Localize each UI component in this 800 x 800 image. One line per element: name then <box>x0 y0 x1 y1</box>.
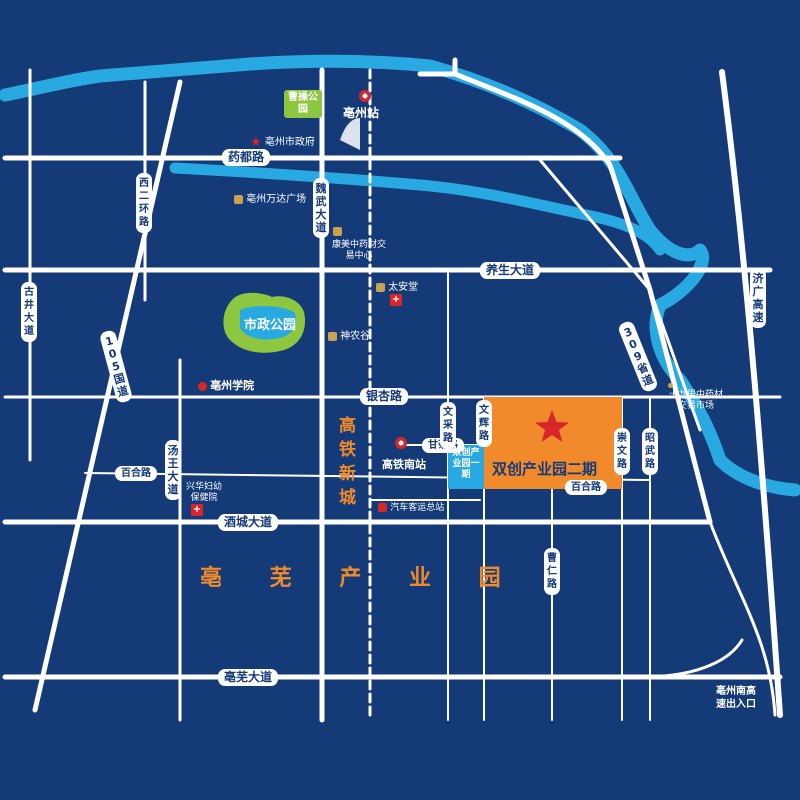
label-gaotie-city: 高铁新城 <box>339 416 356 508</box>
label-wenhui-road: 文辉路 <box>476 400 492 447</box>
label-taian: 太安堂 <box>388 282 419 293</box>
road-105 <box>32 79 183 713</box>
label-jiguang-expressway: 济广高速 <box>750 268 766 328</box>
river-branch <box>169 162 666 256</box>
star-icon: ★ <box>250 134 262 150</box>
poi-kangmei <box>333 226 342 237</box>
poi-bus-station: 汽车客运总站 <box>378 500 444 513</box>
label-xier-road: 西二环路 <box>136 173 152 233</box>
building-icon <box>376 282 385 292</box>
label-sc-phase2: 双创产业园二期 <box>492 460 598 478</box>
label-wanda: 亳州万达广场 <box>246 194 307 205</box>
label-kangmei: 康美中药材交易中心 <box>331 240 386 261</box>
label-bowu-road: 亳芜大道 <box>218 669 279 686</box>
label-bozhou-station: 亳州站 <box>343 106 380 120</box>
label-bowu-park: 亳 芜 产 业 园 <box>200 566 521 591</box>
label-baihe-road-left: 百合路 <box>115 466 157 481</box>
road-sheng309 <box>538 158 702 432</box>
poi-college: 亳州学院 <box>198 377 254 393</box>
label-shizheng-park: 市政公园 <box>244 318 297 333</box>
label-jiucheng-road: 酒城大道 <box>218 514 279 531</box>
road-exit-ramp <box>708 520 777 717</box>
dot-icon <box>668 382 673 388</box>
gaotie-pin-icon <box>395 437 407 449</box>
label-caocao-park: 曹操公园 <box>288 92 318 115</box>
label-caoren-road: 曹仁路 <box>544 548 560 595</box>
poi-wanda: 亳州万达广场 <box>234 190 306 205</box>
project-star <box>535 410 569 442</box>
label-weiwu-road: 魏武大道 <box>313 178 329 238</box>
label-college: 亳州学院 <box>210 379 255 392</box>
road-jiguang <box>719 69 783 718</box>
label-tangwang-road: 汤王大道 <box>165 440 181 500</box>
label-gov: 亳州市政府 <box>264 137 315 148</box>
poi-shennong: 神农谷 <box>328 327 370 342</box>
label-zhaowu-road: 昭武路 <box>642 428 658 475</box>
label-baihe-road-right: 百合路 <box>565 480 607 495</box>
road-exit-curve <box>648 638 744 679</box>
label-yangsheng-road: 养生大道 <box>480 262 541 279</box>
label-shennong: 神农谷 <box>340 331 371 342</box>
poi-taian: 太安堂 <box>376 278 418 293</box>
building-icon <box>328 331 337 341</box>
pin-icon <box>198 381 207 391</box>
road-ring-east <box>452 71 713 525</box>
hospital-icon: + <box>390 294 402 306</box>
hospital-taian: + <box>390 294 402 306</box>
bus-icon <box>378 502 387 512</box>
label-shijiuli: 十九里中药材交易市场 <box>668 390 723 411</box>
shizheng-park-inner <box>240 306 297 340</box>
label-yaodu-road: 药都路 <box>222 149 271 166</box>
hospital-xinghua: + <box>191 504 203 516</box>
label-gaotie-south: 高铁南站 <box>382 458 426 471</box>
caocao-park-shape <box>284 90 322 118</box>
label-highway-exit: 亳州南高速出入口 <box>716 686 756 710</box>
building-icon <box>234 194 243 204</box>
label-bus-station: 汽车客运总站 <box>390 503 445 513</box>
poi-shijiuli <box>668 380 673 391</box>
station-sketch <box>340 118 360 150</box>
sc-phase2-block <box>484 397 622 489</box>
poi-gov: ★ 亳州市政府 <box>250 133 315 150</box>
label-chongwen-road: 崇文路 <box>614 428 630 475</box>
station-pin-icon <box>359 90 371 102</box>
building-icon <box>333 226 342 236</box>
river <box>0 54 800 497</box>
label-gujing-road: 古井大道 <box>21 282 37 342</box>
label-yinxing-road: 银杏路 <box>360 388 409 405</box>
label-xinghua: 兴华妇幼保健院 <box>185 482 222 503</box>
label-wencai-road: 文采路 <box>440 402 456 449</box>
hospital-icon: + <box>191 504 203 516</box>
label-sc-phase1: 双创产业园一期 <box>452 448 480 480</box>
